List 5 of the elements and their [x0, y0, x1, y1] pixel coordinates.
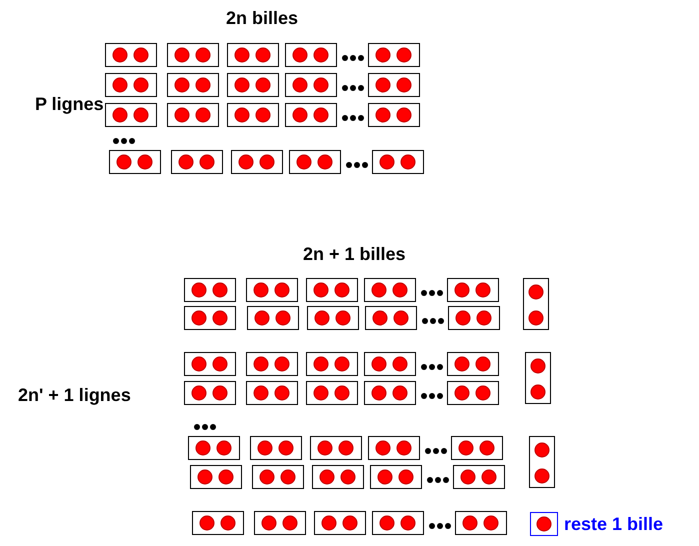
caption-text: 2n' + 1 lignes [18, 384, 131, 407]
caption-text: 2n billes [226, 7, 298, 30]
caption-text: 2n + 1 billes [303, 243, 406, 266]
caption-text: P lignes [35, 93, 104, 116]
caption-text: reste 1 bille [564, 513, 664, 536]
